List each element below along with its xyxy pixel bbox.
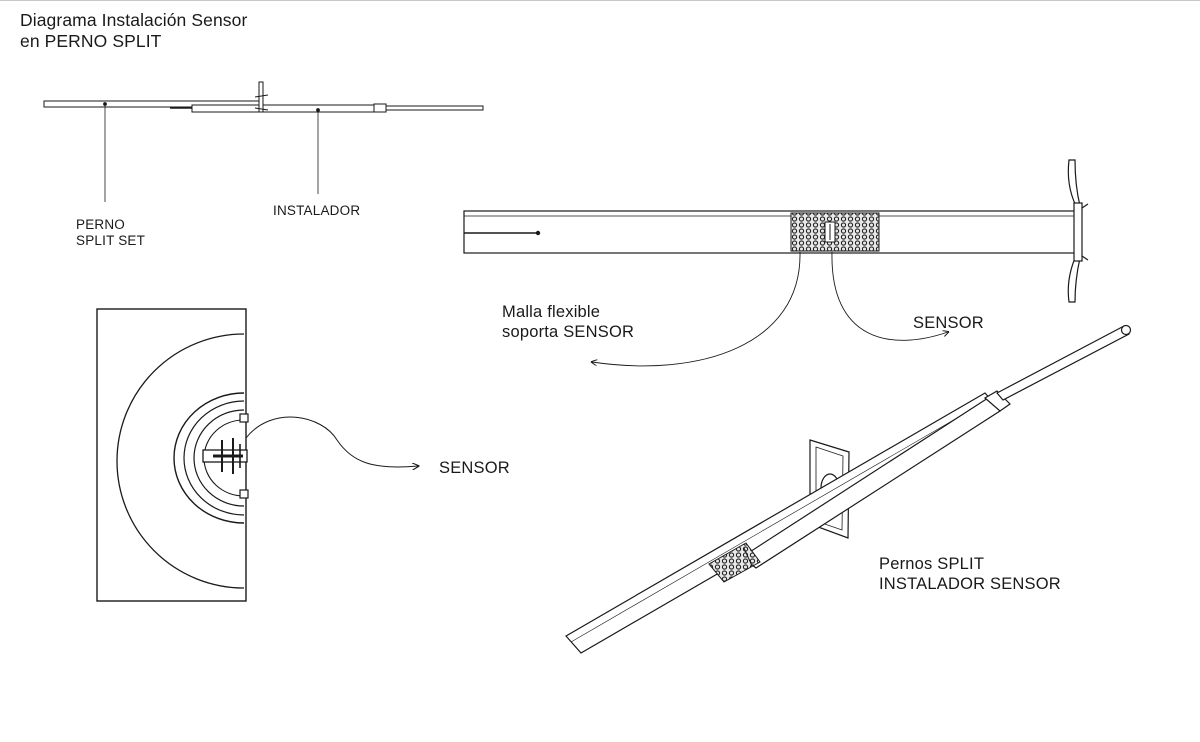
perspective-coupling <box>983 390 1011 412</box>
sensor-leader-right <box>831 251 948 341</box>
bearing-plate <box>258 81 264 113</box>
instalador-label: INSTALADOR <box>273 203 361 218</box>
malla-leader <box>592 251 801 367</box>
diagram-title: Diagrama Instalación Sensor en PERNO SPL… <box>20 10 247 53</box>
plate-flange-top <box>1081 203 1089 261</box>
installer-tube <box>191 104 375 113</box>
end-plate-core <box>1073 202 1083 262</box>
malla-label: Malla flexible soporta SENSOR <box>502 302 634 342</box>
collar-arc-2 <box>183 400 245 516</box>
plate-flange <box>254 94 269 111</box>
top-border <box>0 0 1200 1</box>
mesh-edge <box>743 547 753 567</box>
collar-tab-bottom <box>239 489 249 499</box>
malla-label-line-1: Malla flexible <box>502 303 601 321</box>
pernos-label-line-1: Pernos SPLIT <box>879 555 985 573</box>
pernos-label: Pernos SPLIT INSTALADOR SENSOR <box>879 554 1061 594</box>
perno-label-line-1: PERNO <box>76 217 126 232</box>
perno-label-line-2: SPLIT SET <box>76 233 146 249</box>
title-line-1: Diagrama Instalación Sensor <box>20 10 248 30</box>
perspective-view <box>565 324 1132 654</box>
side-view-assembly <box>43 81 484 202</box>
instalador-leader-dot <box>316 108 320 112</box>
enlarged-tube <box>463 210 1078 254</box>
end-plate-upper <box>1067 159 1081 207</box>
pernos-label-line-2: INSTALADOR SENSOR <box>879 575 1061 594</box>
tube-highlight <box>570 399 989 643</box>
collar-arc-1 <box>173 392 245 524</box>
collar-arc-3 <box>193 409 245 507</box>
rod-tip <box>1120 324 1132 336</box>
slot-end <box>535 230 541 236</box>
perspective-installer-body <box>740 397 1001 569</box>
sensor-label-right: SENSOR <box>913 314 984 332</box>
malla-label-line-2: soporta SENSOR <box>502 323 635 342</box>
sensor-label-left: SENSOR <box>439 459 510 477</box>
sensor-leader-left <box>245 416 418 467</box>
title-line-2: en PERNO SPLIT <box>20 31 162 52</box>
installer-coupling <box>373 103 387 113</box>
enlarged-side-view <box>463 159 1089 367</box>
outer-arc <box>116 333 245 589</box>
perspective-mesh <box>708 542 761 583</box>
collar-tab-top <box>239 413 249 423</box>
perno-label: PERNO SPLIT SET <box>76 217 145 250</box>
perspective-rod <box>996 325 1130 401</box>
perno-leader-dot <box>103 102 107 106</box>
end-plate-lower <box>1067 257 1081 303</box>
installer-rod <box>385 105 484 111</box>
end-view <box>96 308 418 602</box>
